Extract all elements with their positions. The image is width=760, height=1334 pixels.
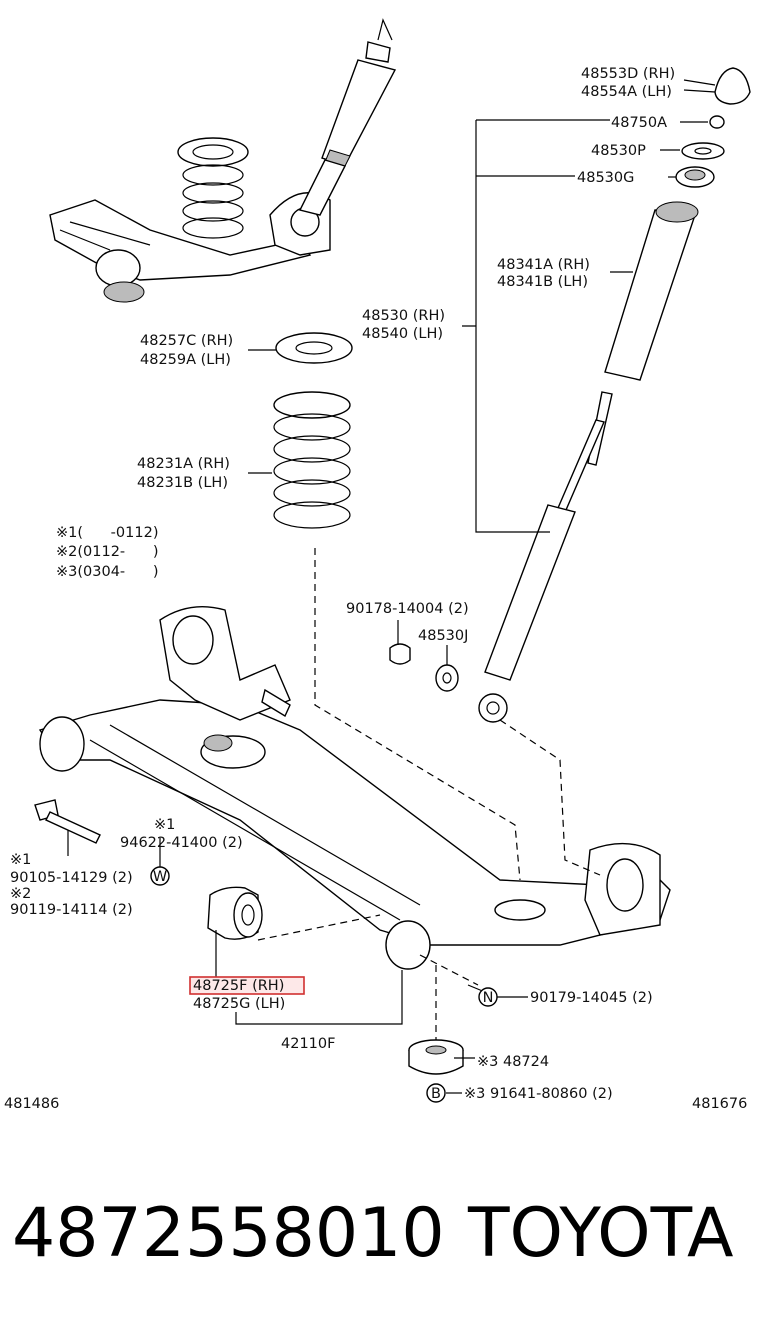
label-48724: ※3 48724: [477, 1054, 549, 1070]
label-94622: 94622-41400 (2): [120, 835, 243, 851]
label-48341b: 48341B (LH): [497, 274, 588, 290]
label-48554a: 48554A (LH): [581, 84, 672, 100]
label-48725g: 48725G (LH): [193, 996, 285, 1012]
note-3: ※3(0304- ): [56, 564, 158, 580]
label-90179: 90179-14045 (2): [530, 990, 653, 1006]
shock-absorber-stack: [389, 67, 751, 723]
bolts-and-bushings: [34, 799, 464, 1075]
label-48231a: 48231A (RH): [137, 456, 230, 472]
footer-part-number: 4872558010: [12, 1194, 445, 1273]
label-90119: 90119-14114 (2): [10, 902, 133, 918]
highlight-box: [189, 976, 305, 995]
label-42110f: 42110F: [281, 1036, 335, 1052]
callout-b: B: [426, 1083, 446, 1103]
label-48530p: 48530P: [591, 143, 646, 159]
label-48530g: 48530G: [577, 170, 634, 186]
label-48553d: 48553D (RH): [581, 66, 675, 82]
label-90105: 90105-14129 (2): [10, 870, 133, 886]
svg-text:B: B: [431, 1086, 441, 1102]
rear-axle-beam: [38, 605, 671, 970]
mark-90105: ※1: [10, 852, 31, 868]
note-1: ※1( -0112): [56, 525, 158, 541]
label-48259a: 48259A (LH): [140, 352, 231, 368]
label-48341a: 48341A (RH): [497, 257, 590, 273]
coil-spring-and-seat: [273, 332, 353, 529]
label-48530: 48530 (RH): [362, 308, 445, 324]
callout-n: N: [478, 987, 498, 1007]
footer-brand: TOYOTA: [467, 1194, 733, 1273]
diagram-code-right: 481676: [692, 1096, 747, 1112]
label-91641: ※3 91641-80860 (2): [464, 1086, 613, 1102]
label-48231b: 48231B (LH): [137, 475, 228, 491]
mark-90119: ※2: [10, 886, 31, 902]
callout-w: W: [150, 866, 170, 886]
label-90178: 90178-14004 (2): [346, 601, 469, 617]
label-48725f: 48725F (RH): [193, 978, 284, 994]
label-48530j: 48530J: [418, 628, 468, 644]
diagram-code-left: 481486: [4, 1096, 59, 1112]
mark-94622: ※1: [154, 817, 175, 833]
label-48750a: 48750A: [611, 115, 667, 131]
note-2: ※2(0112- ): [56, 544, 158, 560]
svg-text:W: W: [153, 869, 167, 885]
label-48540: 48540 (LH): [362, 326, 443, 342]
top-assembly-illustration: [49, 18, 397, 303]
part-labels: 48553D (RH) 48554A (LH) 48750A 48530P 48…: [4, 66, 747, 1112]
label-48257c: 48257C (RH): [140, 333, 233, 349]
leader-lines: [67, 79, 716, 1094]
svg-text:N: N: [483, 990, 494, 1006]
